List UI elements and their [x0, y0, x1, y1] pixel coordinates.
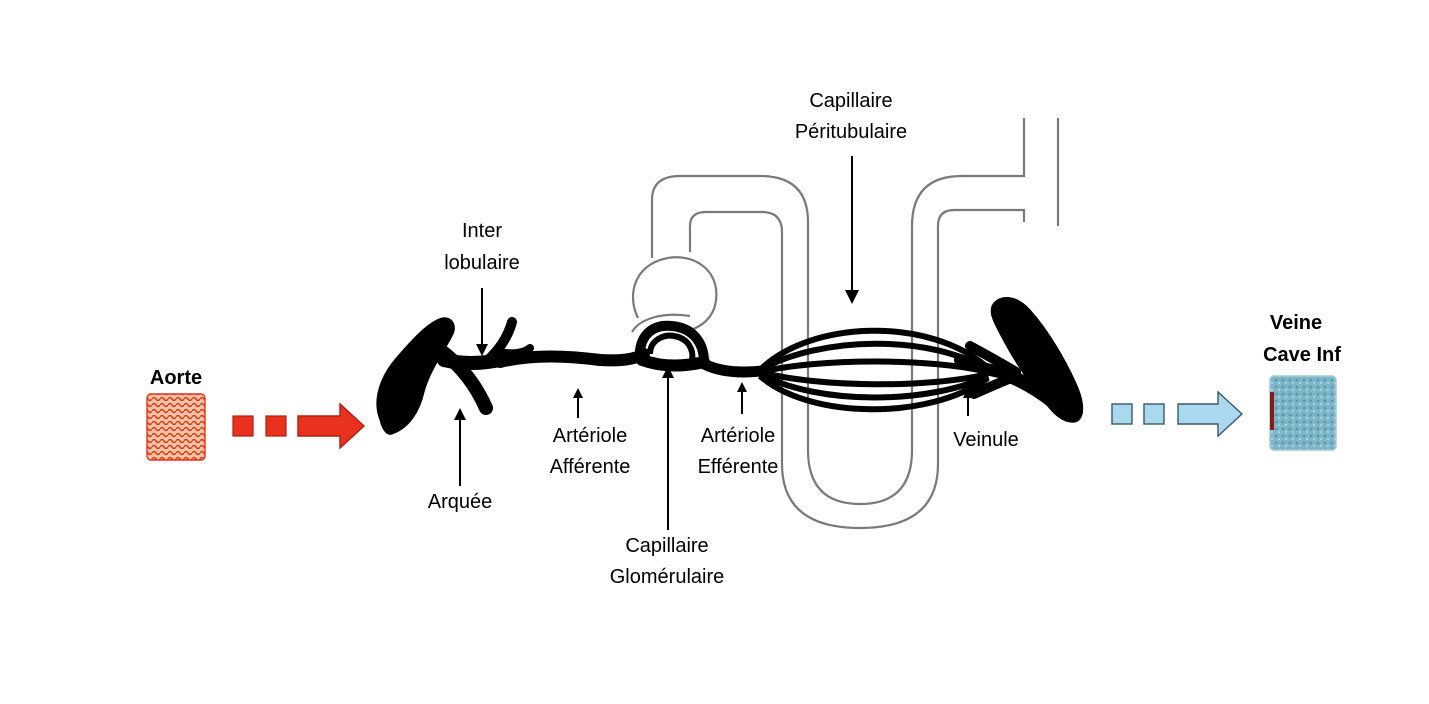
label-peritubulaire-line1: Capillaire — [809, 90, 892, 112]
label-glomerulaire-line2: Glomérulaire — [610, 566, 724, 588]
label-veine-line1: Veine — [1270, 312, 1322, 334]
pointer-lines — [454, 156, 973, 530]
arcuate-vein — [990, 297, 1084, 423]
label-veinule: Veinule — [953, 429, 1019, 451]
label-veine-line2: Cave Inf — [1263, 344, 1341, 366]
arterial-flow-arrow — [232, 402, 366, 450]
vascular-tree — [376, 297, 1084, 435]
label-peritubulaire-line2: Péritubulaire — [795, 121, 907, 143]
labels: Aorte Veine Cave Inf Inter lobulaire Arq… — [150, 90, 1341, 588]
label-aorte: Aorte — [150, 367, 202, 389]
arcuate-artery — [376, 317, 455, 435]
label-afferente-line1: Artériole — [553, 425, 627, 447]
label-glomerulaire-line1: Capillaire — [625, 535, 708, 557]
label-afferente-line2: Afférente — [550, 456, 631, 478]
label-efferente-line2: Efférente — [698, 456, 779, 478]
label-efferente-line1: Artériole — [701, 425, 775, 447]
nephron-tubule — [631, 118, 1060, 530]
label-inter-line1: Inter — [462, 220, 502, 242]
label-inter-line2: lobulaire — [444, 252, 520, 274]
label-arquee: Arquée — [428, 491, 493, 513]
aorta-icon — [146, 393, 206, 461]
vena-cava-icon — [1269, 375, 1337, 451]
venous-flow-arrow — [1111, 390, 1244, 438]
